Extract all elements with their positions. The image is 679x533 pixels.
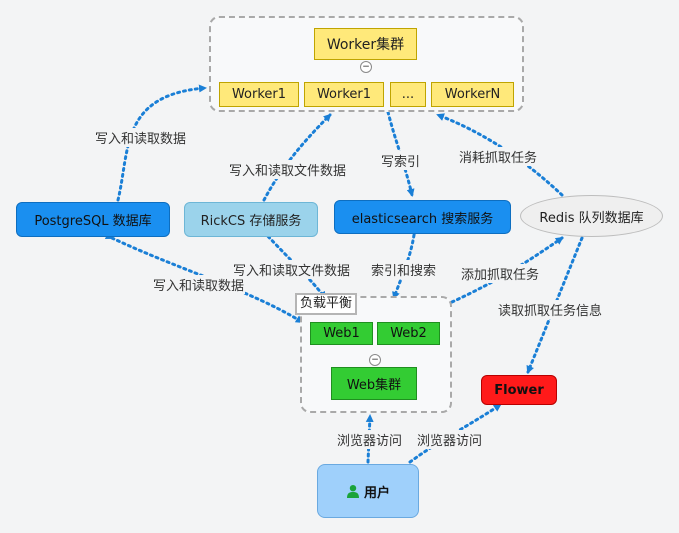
- postgres-node[interactable]: PostgreSQL 数据库: [16, 202, 170, 237]
- edge-label-postgres-web: 写入和读取数据: [152, 275, 246, 294]
- web-node-1[interactable]: Web1: [310, 322, 373, 345]
- load-balancer-label[interactable]: 负载平衡: [295, 293, 358, 315]
- edge-label-user-flower: 浏览器访问: [416, 430, 484, 449]
- worker-collapse-icon[interactable]: −: [360, 61, 372, 73]
- user-label: 用户: [363, 485, 390, 501]
- edge-redis-worker: [436, 113, 564, 197]
- web-collapse-icon[interactable]: −: [369, 354, 381, 366]
- user-icon: [346, 485, 359, 498]
- edge-postgres-worker: [116, 84, 207, 202]
- rickcs-node[interactable]: RickCS 存储服务: [184, 202, 318, 237]
- edge-label-rickcs-web: 写入和读取文件数据: [232, 260, 352, 279]
- edge-label-redis-flower: 读取抓取任务信息: [497, 300, 604, 319]
- worker-node-n[interactable]: WorkerN: [431, 82, 514, 107]
- web-node-2[interactable]: Web2: [377, 322, 440, 345]
- elasticsearch-node[interactable]: elasticsearch 搜索服务: [334, 200, 511, 234]
- edge-label-worker-elastic: 写索引: [380, 151, 422, 170]
- edge-label-rickcs-worker: 写入和读取文件数据: [228, 160, 348, 179]
- worker-node-1[interactable]: Worker1: [219, 82, 299, 107]
- edge-label-web-redis: 添加抓取任务: [460, 264, 541, 283]
- edge-label-postgres-worker: 写入和读取数据: [94, 128, 188, 147]
- web-cluster-title[interactable]: Web集群: [331, 367, 417, 400]
- worker-cluster-title[interactable]: Worker集群: [314, 28, 417, 60]
- edge-label-user-web: 浏览器访问: [336, 430, 404, 449]
- edge-label-elastic-web: 索引和搜索: [370, 260, 438, 279]
- worker-node-2[interactable]: Worker1: [304, 82, 384, 107]
- flower-node[interactable]: Flower: [481, 375, 557, 405]
- worker-node-ellipsis[interactable]: ...: [390, 82, 426, 107]
- redis-node[interactable]: Redis 队列数据库: [520, 195, 663, 237]
- user-node[interactable]: 用户: [317, 464, 419, 518]
- edge-rickcs-worker: [262, 113, 332, 202]
- edge-label-redis-worker: 消耗抓取任务: [458, 147, 539, 166]
